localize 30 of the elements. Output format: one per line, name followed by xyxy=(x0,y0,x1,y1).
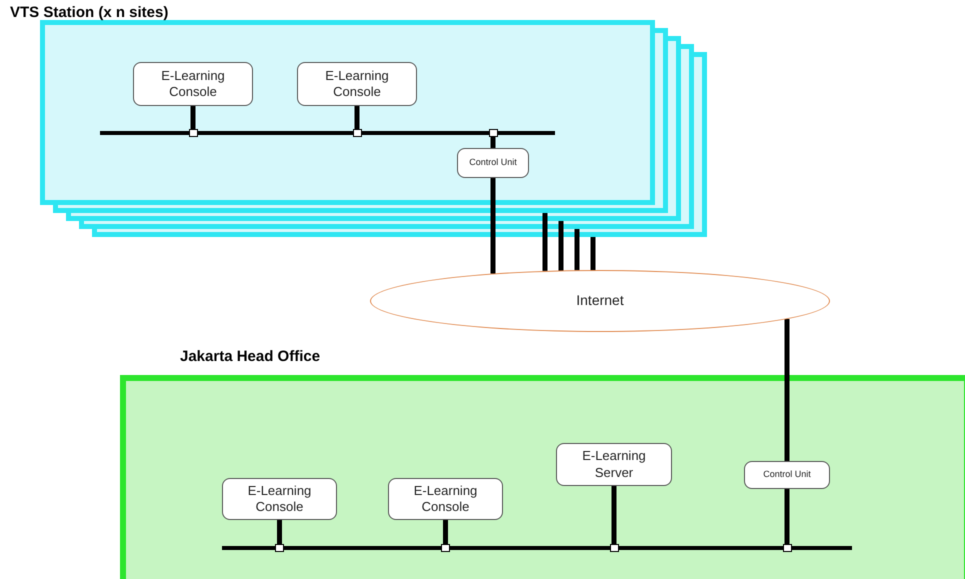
network-link xyxy=(784,489,790,544)
device-box xyxy=(744,461,830,489)
network-link xyxy=(612,486,616,544)
network-link xyxy=(542,213,548,271)
node-label: E-Learning Console xyxy=(324,68,390,100)
network-link xyxy=(558,221,564,270)
device-box xyxy=(556,443,672,486)
group-title: VTS Station (x n sites) xyxy=(10,4,168,21)
node-label: E-Learning Console xyxy=(246,482,312,516)
network-link xyxy=(574,229,580,270)
device-box xyxy=(133,62,253,106)
network-link xyxy=(277,520,282,544)
network-link xyxy=(190,106,196,129)
node-label: E-Learning Console xyxy=(160,68,226,100)
node-label: E-Learning Server xyxy=(581,448,647,481)
network-link xyxy=(784,319,790,461)
device-box xyxy=(297,62,417,106)
node-label: Control Unit xyxy=(468,157,518,169)
node-label: Control Unit xyxy=(762,469,812,481)
device-box xyxy=(457,148,529,178)
network-link xyxy=(443,520,448,544)
device-box xyxy=(388,478,503,520)
group-title: Jakarta Head Office xyxy=(180,348,320,365)
network-link xyxy=(354,106,360,129)
node-label: E-Learning Console xyxy=(412,482,478,516)
network-link xyxy=(490,178,496,274)
device-box xyxy=(222,478,337,520)
network-link xyxy=(490,137,496,148)
node-label: Internet xyxy=(575,292,625,310)
network-link xyxy=(590,237,596,270)
